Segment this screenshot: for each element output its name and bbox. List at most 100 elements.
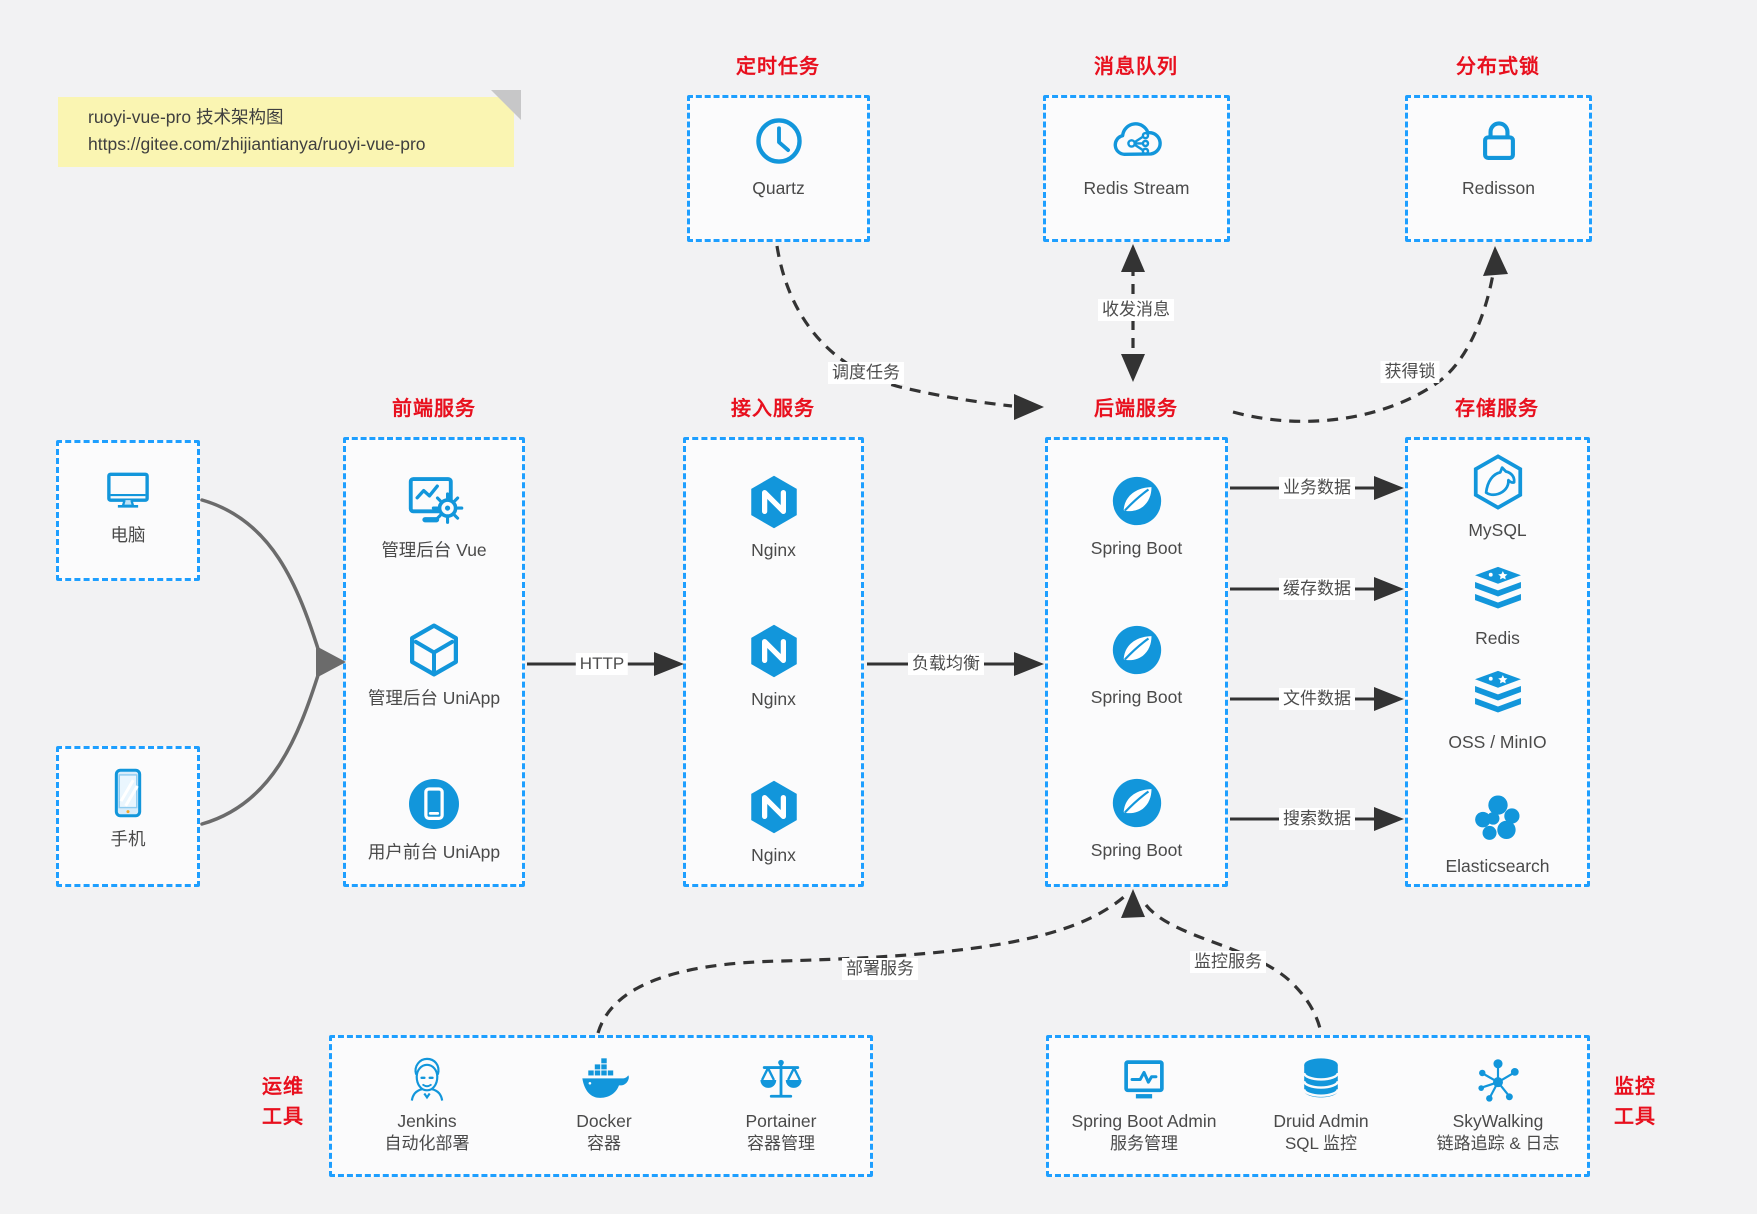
- node-mysql: MySQL: [1408, 452, 1587, 541]
- edge-label-load-balance: 负载均衡: [908, 653, 984, 675]
- node-label: Quartz: [752, 178, 805, 198]
- edge-label-file: 文件数据: [1279, 688, 1355, 710]
- schedule-edge: [775, 245, 1044, 420]
- jenkins-icon: [410, 1057, 444, 1101]
- node-label: MySQL: [1468, 520, 1527, 540]
- node-label: Redisson: [1462, 178, 1535, 198]
- backend-box: Spring Boot Spring Boot Spring Boot: [1045, 437, 1228, 887]
- node-springboot-1: Spring Boot: [1048, 472, 1225, 559]
- group-title-gateway: 接入服务: [731, 398, 815, 420]
- edge-label-monitoring: 监控服务: [1190, 951, 1266, 973]
- group-title-frontend: 前端服务: [392, 398, 476, 420]
- node-admin-vue: 管理后台 Vue: [346, 470, 522, 561]
- topology-icon: [1478, 1059, 1519, 1102]
- node-sublabel: 自动化部署: [384, 1134, 470, 1153]
- node-user-uniapp: 用户前台 UniApp: [346, 774, 522, 863]
- database-icon: [1303, 1058, 1339, 1098]
- node-nginx-2: Nginx: [686, 621, 861, 710]
- nginx-icon: [750, 475, 797, 529]
- phone-box: 手机: [56, 746, 200, 887]
- node-admin-uniapp: 管理后台 UniApp: [346, 620, 522, 709]
- lock-box: Redisson: [1405, 95, 1592, 242]
- storage-edges: [1230, 486, 1376, 821]
- storage-arrowheads: [1374, 476, 1404, 831]
- mobile-app-icon: [409, 779, 459, 829]
- lock-icon: [1482, 121, 1515, 160]
- sticky-note: ruoyi-vue-pro 技术架构图 https://gitee.com/zh…: [58, 90, 521, 167]
- pc-to-frontend-edge: [200, 498, 322, 826]
- portainer-icon: [760, 1059, 802, 1098]
- node-label: SkyWalking: [1452, 1111, 1544, 1131]
- cloud-share-icon: [1113, 122, 1162, 156]
- frontend-box: 管理后台 Vue 管理后台 UniApp 用户前台 UniApp: [343, 437, 525, 887]
- node-label: Nginx: [751, 689, 796, 709]
- node-sublabel: 链路追踪 & 日志: [1436, 1134, 1560, 1153]
- admin-vue-icon: [408, 477, 464, 524]
- spring-icon: [1112, 476, 1161, 526]
- edge-label-search: 搜索数据: [1279, 808, 1355, 830]
- nginx-icon: [750, 624, 797, 678]
- group-title-monitor: 监控 工具: [1614, 1076, 1656, 1128]
- edge-label-send-receive: 收发消息: [1098, 299, 1174, 321]
- node-oss-minio: OSS / MinIO: [1408, 666, 1587, 753]
- elasticsearch-icon: [1474, 795, 1520, 840]
- node-pc: 电脑: [59, 463, 197, 546]
- scheduler-box: Quartz: [687, 95, 870, 242]
- node-sublabel: 容器管理: [747, 1134, 815, 1153]
- ops-box: Jenkins 自动化部署 Docker 容器: [329, 1035, 873, 1177]
- cube-icon: [410, 623, 458, 677]
- node-elasticsearch: Elasticsearch: [1408, 790, 1587, 877]
- node-label: Spring Boot Admin: [1071, 1111, 1217, 1131]
- node-label: 电脑: [110, 525, 146, 545]
- storage-box: MySQL Redis OSS / MinIO: [1405, 437, 1590, 887]
- node-redisson: Redisson: [1408, 112, 1589, 199]
- edge-label-cache: 缓存数据: [1279, 578, 1355, 600]
- clock-icon: [755, 118, 802, 164]
- group-title-storage: 存储服务: [1455, 398, 1539, 420]
- edge-label-business: 业务数据: [1279, 477, 1355, 499]
- node-label: Redis: [1475, 628, 1520, 648]
- desktop-icon: [107, 472, 149, 508]
- node-label: OSS / MinIO: [1448, 732, 1547, 752]
- node-label: 用户前台 UniApp: [367, 842, 501, 862]
- node-springboot-2: Spring Boot: [1048, 621, 1225, 708]
- node-redis: Redis: [1408, 562, 1587, 649]
- edge-label-deploy: 部署服务: [842, 958, 918, 980]
- node-label: Docker: [576, 1111, 632, 1131]
- node-label: 管理后台 Vue: [381, 540, 487, 560]
- monitor-box: Spring Boot Admin 服务管理 Druid Admin SQL 监…: [1046, 1035, 1590, 1177]
- node-label: Jenkins: [397, 1111, 457, 1131]
- node-label: Nginx: [751, 540, 796, 560]
- nginx-icon: [750, 780, 797, 834]
- node-nginx-1: Nginx: [686, 472, 861, 561]
- node-springboot-3: Spring Boot: [1048, 774, 1225, 861]
- monitor-chart-icon: [1124, 1060, 1164, 1099]
- node-label: Spring Boot: [1090, 687, 1183, 707]
- node-redis-stream: Redis Stream: [1046, 112, 1227, 199]
- node-portainer: Portainer 容器管理: [696, 1054, 866, 1154]
- node-phone: 手机: [59, 765, 197, 850]
- node-label: Spring Boot: [1090, 840, 1183, 860]
- group-title-ops: 运维 工具: [262, 1076, 304, 1128]
- mysql-icon: [1473, 454, 1522, 510]
- node-label: Redis Stream: [1083, 178, 1190, 198]
- group-title-mq: 消息队列: [1094, 56, 1178, 78]
- mq-box: Redis Stream: [1043, 95, 1230, 242]
- edge-label-http: HTTP: [575, 653, 629, 675]
- note-url: https://gitee.com/zhijiantianya/ruoyi-vu…: [88, 134, 426, 154]
- pc-box: 电脑: [56, 440, 200, 581]
- node-springboot-admin: Spring Boot Admin 服务管理: [1059, 1054, 1229, 1154]
- node-label: Druid Admin: [1273, 1111, 1369, 1131]
- note-title: ruoyi-vue-pro 技术架构图: [88, 107, 284, 127]
- gateway-box: Nginx Nginx Nginx: [683, 437, 864, 887]
- node-druid-admin: Druid Admin SQL 监控: [1236, 1054, 1406, 1154]
- node-jenkins: Jenkins 自动化部署: [342, 1054, 512, 1154]
- group-title-backend: 后端服务: [1094, 398, 1178, 420]
- docker-icon: [582, 1058, 629, 1098]
- node-sublabel: SQL 监控: [1284, 1134, 1358, 1153]
- redis-icon: [1474, 566, 1521, 609]
- node-sublabel: 容器: [587, 1134, 621, 1153]
- node-sublabel: 服务管理: [1110, 1134, 1178, 1153]
- node-nginx-3: Nginx: [686, 777, 861, 866]
- arrowhead-frontend: [316, 646, 346, 678]
